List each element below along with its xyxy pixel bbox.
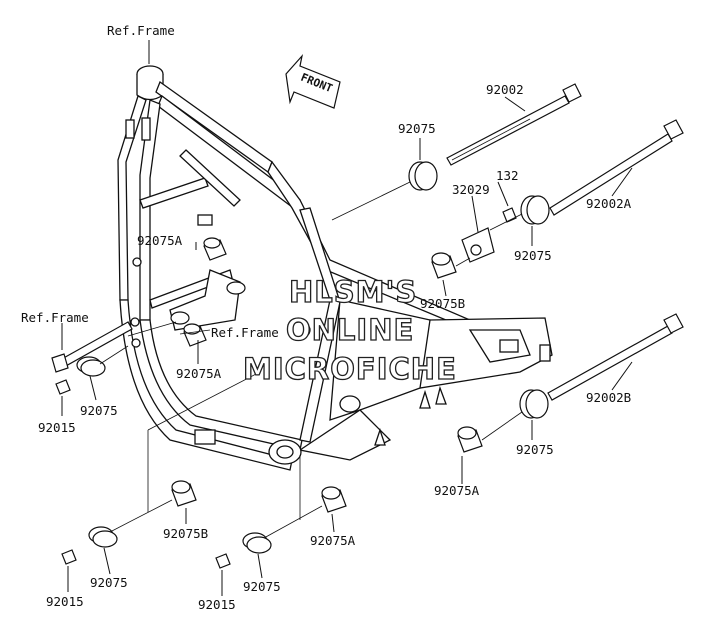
nut-92015-bottom-mid [215,553,231,569]
label-92015-bottom-mid: 92015 [198,597,236,612]
bolt-92002A [549,119,684,216]
part-labels: Ref.Frame 92002 92075 132 32029 92002A 9… [21,23,632,612]
label-92002B: 92002B [586,390,631,405]
spacer-92075-mid-right [519,389,549,419]
label-92075-left: 92075 [80,403,118,418]
watermark-line-1: HLSM'S [289,275,417,309]
label-92002: 92002 [486,82,524,97]
engine-mount-plate [169,269,246,331]
collar-92075A-bottom [321,486,347,513]
label-92075B-bottom: 92075B [163,526,208,541]
label-92075A-bottom: 92075A [310,533,356,548]
spacer-92075-right [520,195,550,225]
label-92075A-upper: 92075A [137,233,183,248]
spacer-92075-bottom-left [88,526,118,548]
spacer-92075-left [76,356,106,377]
watermark-line-3: MICROFICHE [243,352,457,386]
watermark-line-2: ONLINE [286,313,414,347]
collar-92075A-left [183,323,207,347]
watermark: HLSM'S ONLINE MICROFICHE [242,274,457,386]
label-132: 132 [496,168,519,183]
front-arrow-icon: FRONT [285,53,341,109]
label-92075-bottom-left: 92075 [90,575,128,590]
label-92075-top: 92075 [398,121,436,136]
label-92075A-left: 92075A [176,366,222,381]
leader-lines [61,40,633,596]
label-32029: 32029 [452,182,490,197]
label-92015-bottom-left: 92015 [46,594,84,609]
collar-92075B-right [431,252,457,279]
spacer-92075-bottom-mid [242,532,272,554]
motorcycle-frame [117,65,553,471]
nut-92015-bottom-left [61,549,77,565]
label-92075-right: 92075 [514,248,552,263]
collar-92075A-right [457,426,483,453]
bracket-32029 [461,227,495,263]
label-92075B-right: 92075B [420,296,465,311]
collar-92075A-upper [203,237,227,261]
bolt-92002 [446,83,582,166]
label-92075-bottom-mid: 92075 [243,579,281,594]
spacer-92075-top [408,161,438,191]
bolt-left [51,321,133,373]
nut-92015-left [55,379,71,395]
label-ref-frame-top: Ref.Frame [107,23,175,38]
label-92075A-right: 92075A [434,483,480,498]
collar-92075B-bottom [171,480,197,507]
label-92002A: 92002A [586,196,632,211]
label-92075-mid-right: 92075 [516,442,554,457]
label-92015-left: 92015 [38,420,76,435]
label-ref-frame-mid: Ref.Frame [211,325,279,340]
label-ref-frame-left: Ref.Frame [21,310,89,325]
bolt-92002B [547,313,684,401]
